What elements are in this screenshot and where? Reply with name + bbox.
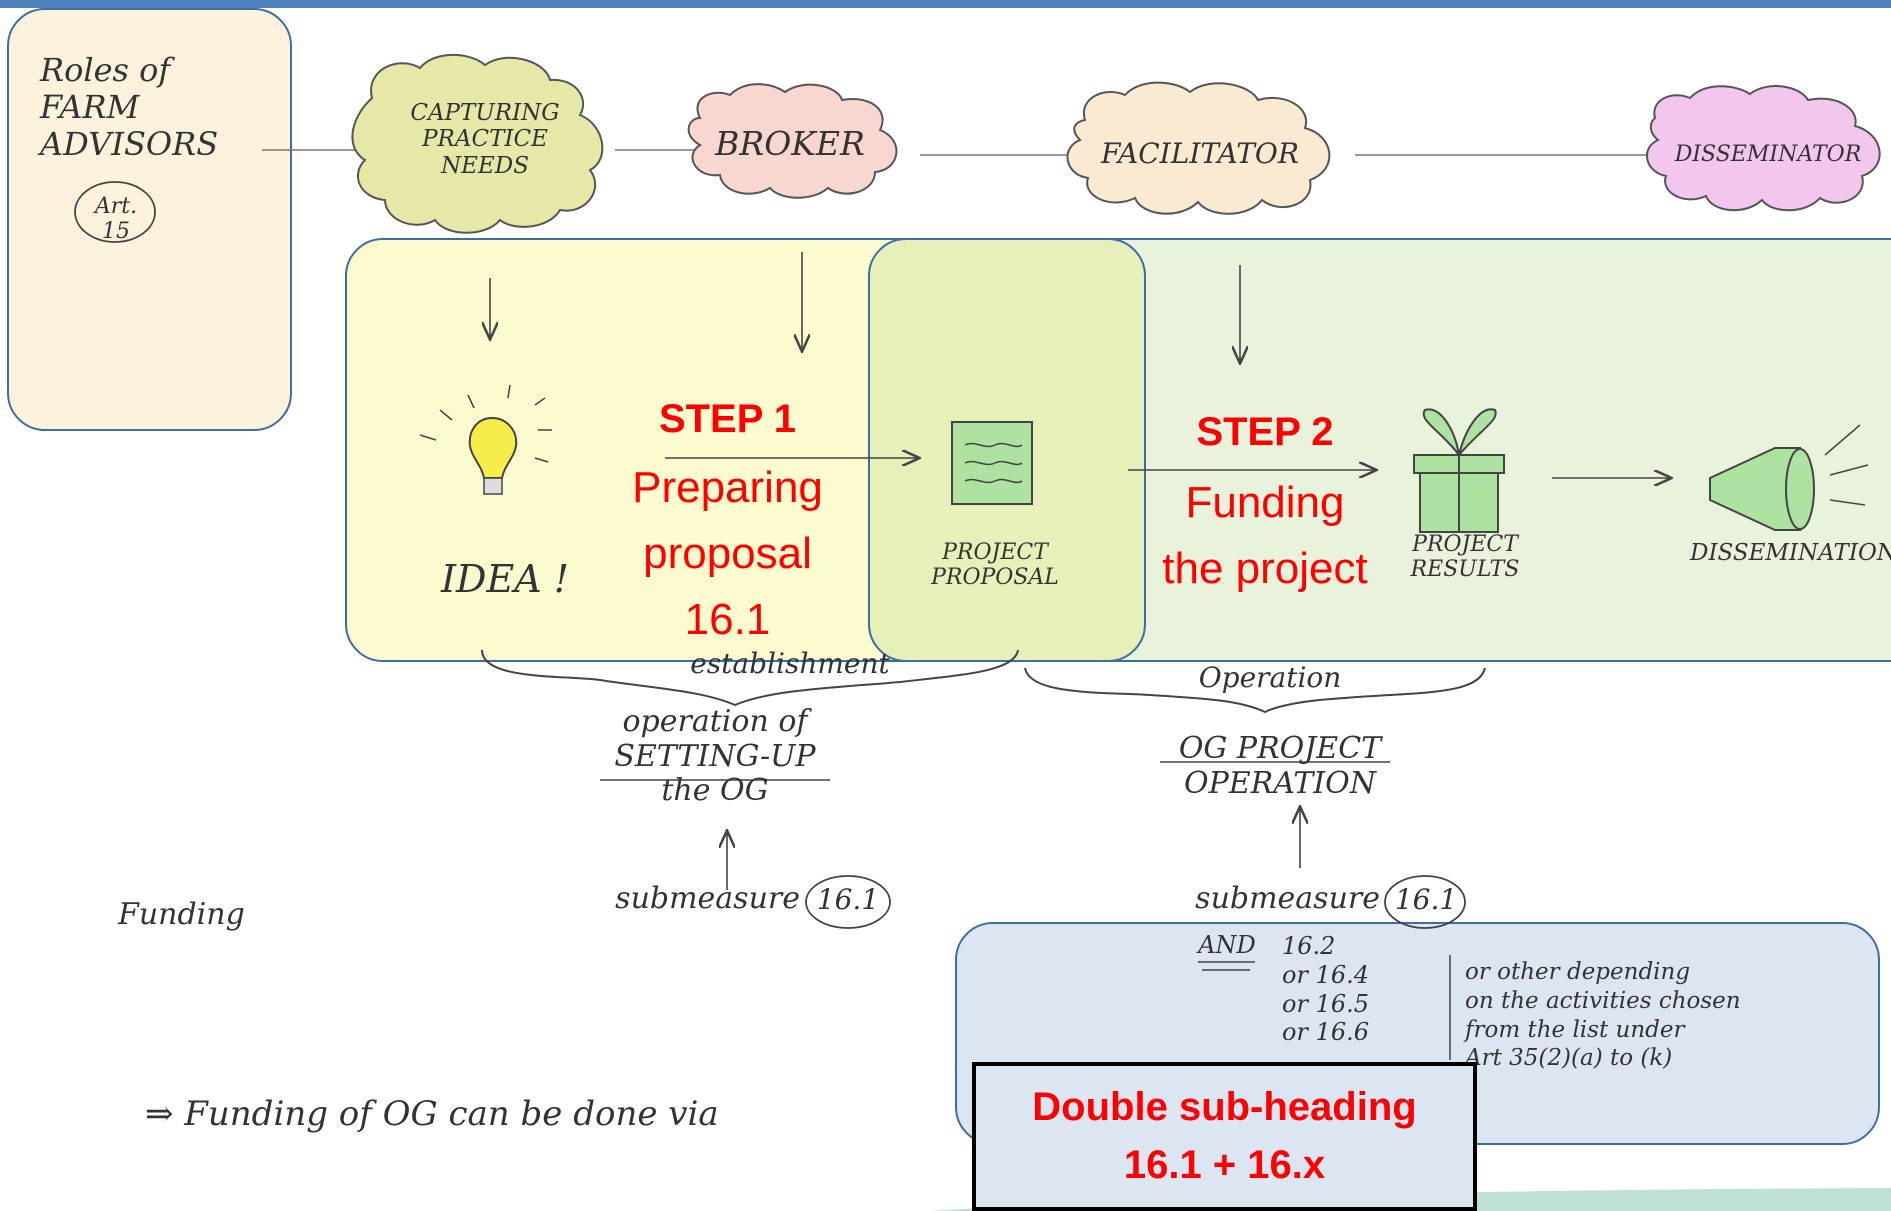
submeasure-right-number: 16.1 xyxy=(1394,883,1458,916)
gift-icon xyxy=(1413,408,1505,533)
og-project-note: OG PROJECT OPERATION xyxy=(1178,731,1382,801)
idea-label: IDEA ! xyxy=(440,557,569,601)
submeasure-right-circle xyxy=(1384,875,1466,929)
other-activities-note: or other depending on the activities cho… xyxy=(1465,959,1741,1072)
funding-note: Funding xyxy=(118,897,245,932)
article-circle xyxy=(74,181,156,243)
capturing-cloud xyxy=(351,53,604,234)
roles-box xyxy=(7,8,292,431)
dissemination-label: DISSEMINATION xyxy=(1690,540,1891,566)
disseminator-cloud xyxy=(1646,85,1881,212)
article-label: Art. 15 xyxy=(94,194,138,245)
step1-title: STEP 1 xyxy=(658,397,797,441)
project-proposal-label: PROJECT PROPOSAL xyxy=(931,540,1059,591)
establishment-note: establishment xyxy=(690,647,890,680)
disseminator-label: DISSEMINATOR xyxy=(1674,142,1862,167)
roles-connector-line xyxy=(262,149,1650,156)
funding-via-note: ⇒ Funding of OG can be done via xyxy=(145,1094,719,1134)
right-brace xyxy=(1024,667,1486,714)
facilitator-cloud xyxy=(1066,81,1331,215)
lightbulb-icon xyxy=(419,384,552,495)
broker-cloud xyxy=(687,83,898,199)
and-note: AND xyxy=(1198,931,1256,959)
roles-label: Roles of FARM ADVISORS xyxy=(40,51,219,163)
broker-label: BROKER xyxy=(715,124,865,163)
step2-text: Funding the project xyxy=(1162,478,1368,593)
facilitator-label: FACILITATOR xyxy=(1101,137,1299,170)
step1-text: Preparing proposal 16.1 xyxy=(632,463,823,644)
submeasure-left-number: 16.1 xyxy=(816,883,880,916)
document-icon xyxy=(951,421,1033,505)
top-accent-bar xyxy=(0,0,1891,8)
submeasure-left-note: submeasure xyxy=(615,881,800,916)
megaphone-icon xyxy=(1709,424,1869,531)
submeasure-right-note: submeasure xyxy=(1195,881,1380,916)
setting-up-note: operation of SETTING-UP the OG xyxy=(614,704,816,808)
operation-note: Operation xyxy=(1198,661,1342,694)
project-results-label: PROJECT RESULTS xyxy=(1410,532,1520,583)
measures-note: 16.2 or 16.4 or 16.5 or 16.6 xyxy=(1282,932,1369,1047)
left-brace xyxy=(481,649,1019,707)
submeasure-left-circle xyxy=(805,875,891,929)
callout-text: Double sub-heading 16.1 + 16.x xyxy=(1032,1085,1417,1187)
step2-title: STEP 2 xyxy=(1196,410,1334,454)
double-subheading-callout xyxy=(972,1062,1477,1211)
capturing-label: CAPTURING PRACTICE NEEDS xyxy=(410,100,560,179)
